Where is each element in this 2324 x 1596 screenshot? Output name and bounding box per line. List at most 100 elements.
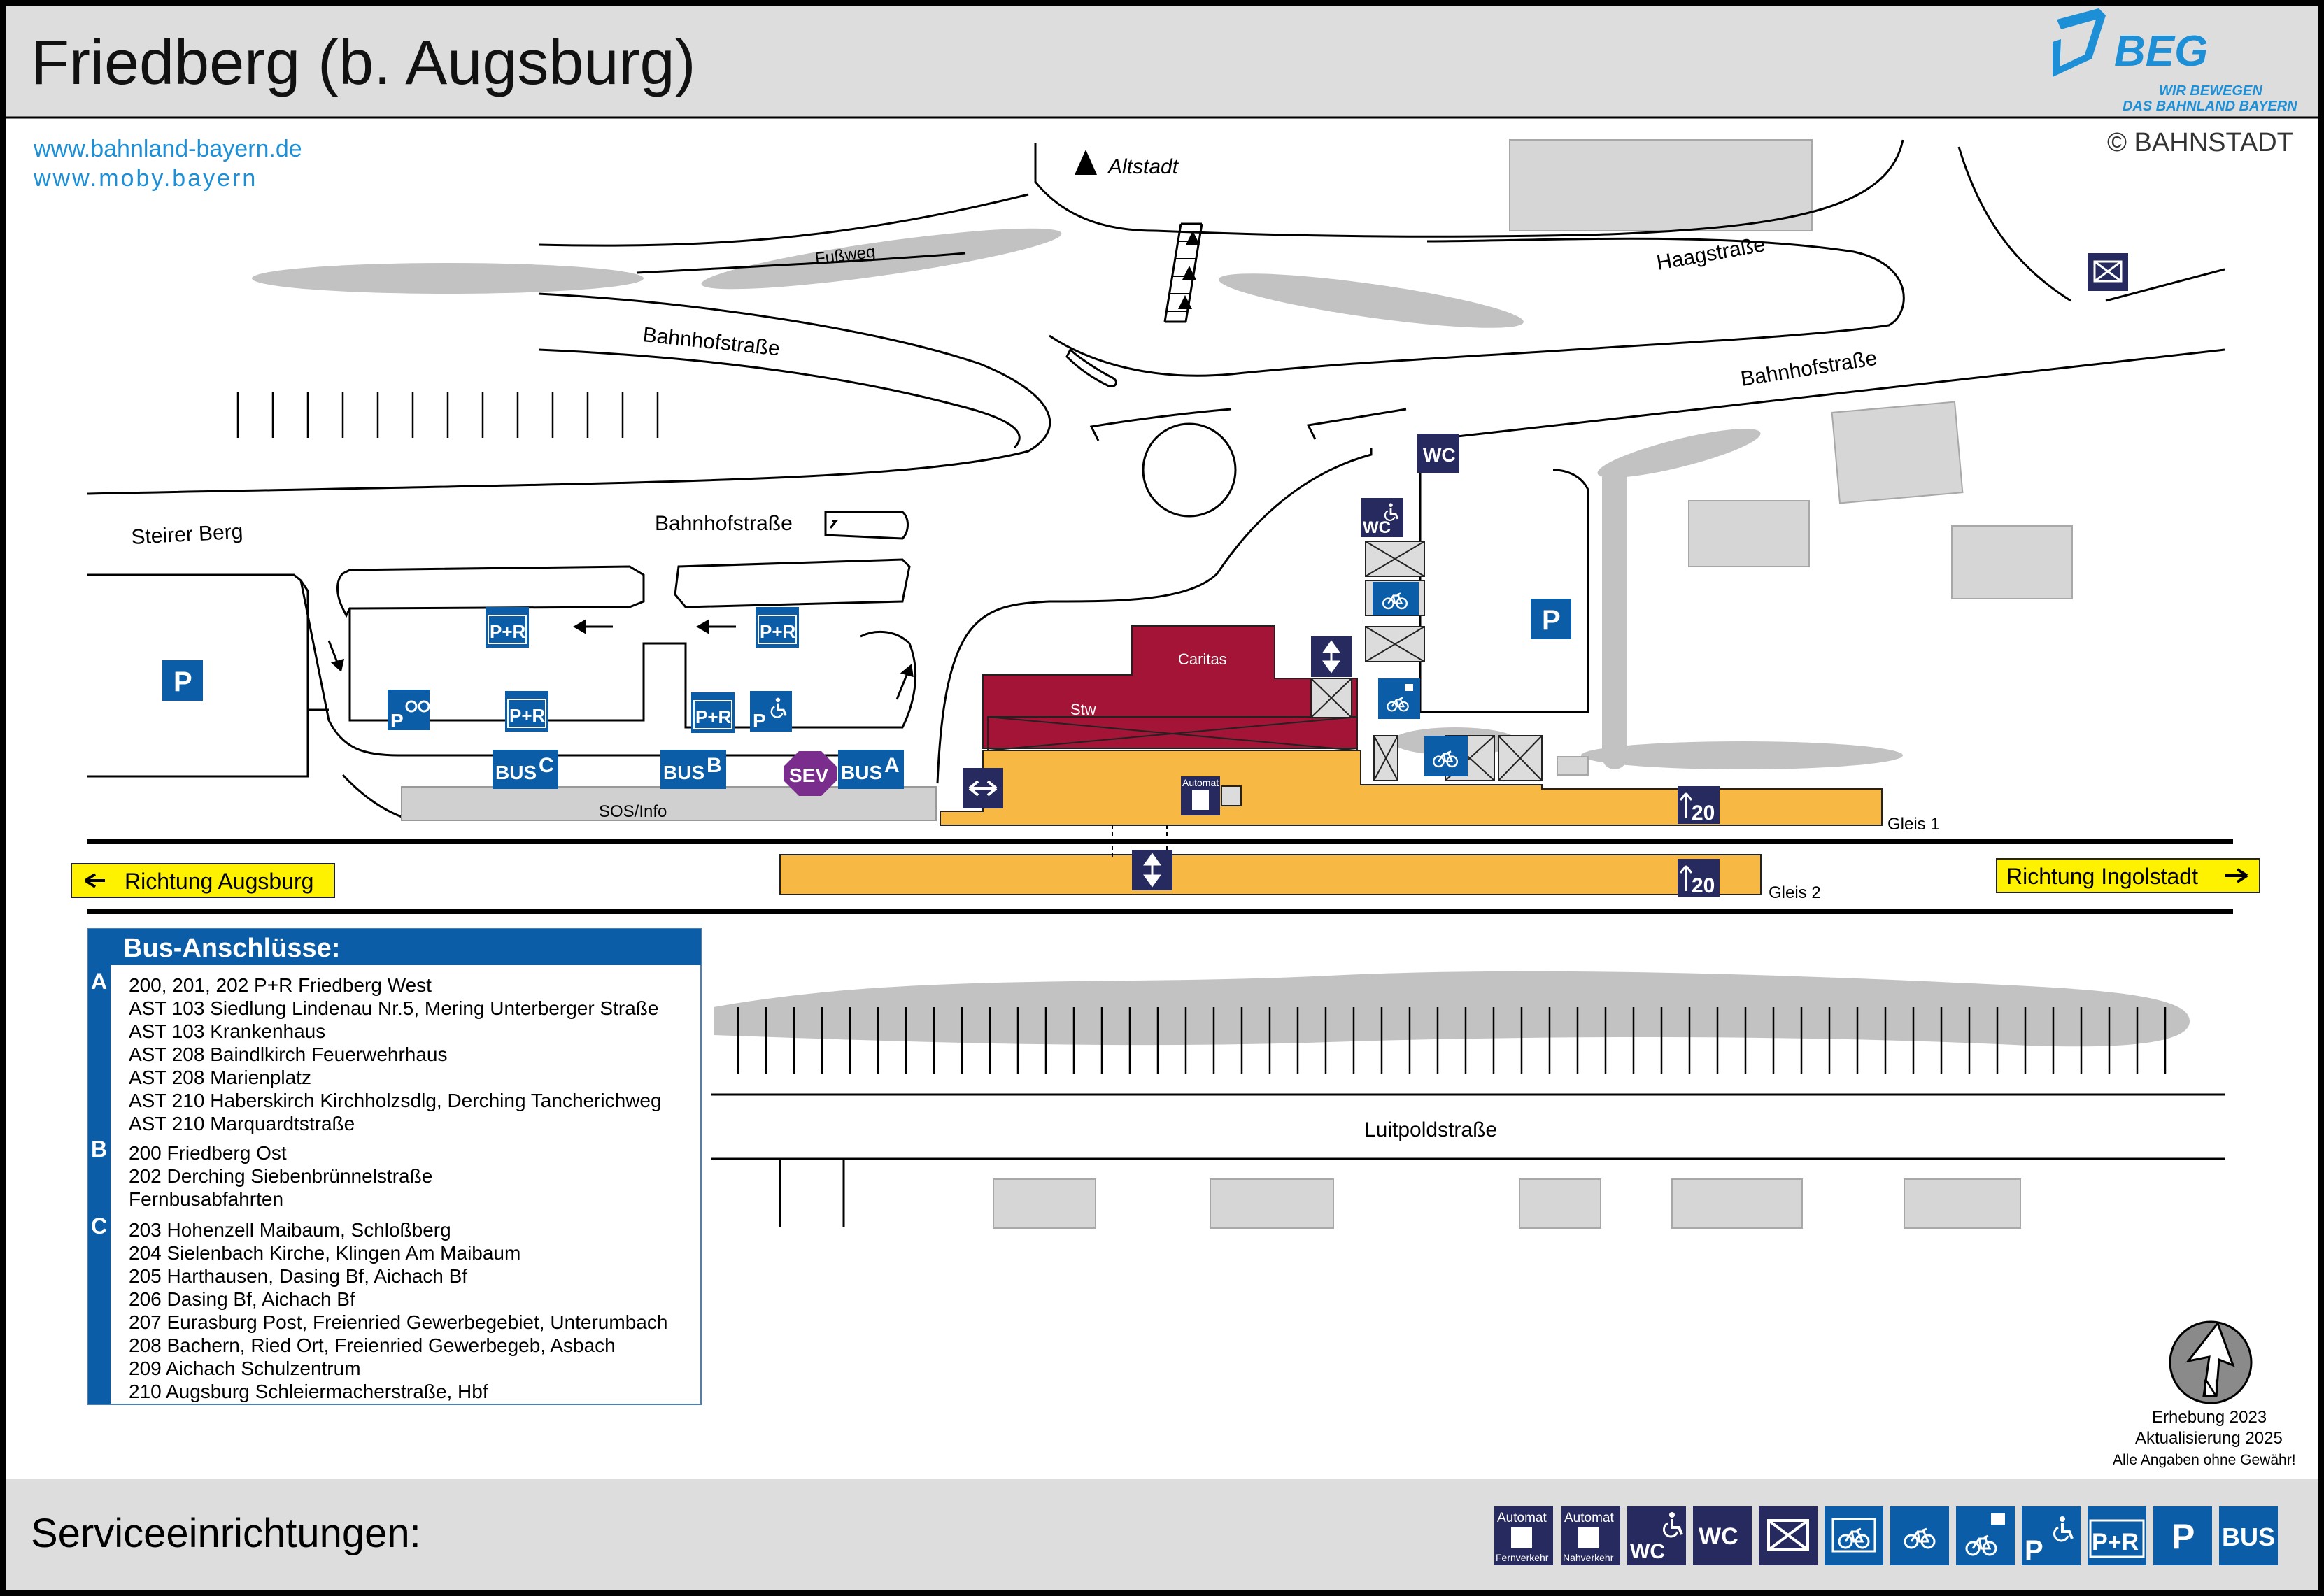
p-legend-label: P	[2171, 1517, 2195, 1556]
services-title: Serviceeinrichtungen:	[31, 1511, 421, 1556]
compass-letter: N	[2202, 1375, 2220, 1402]
park-ride-icon-1-label: P+R	[490, 621, 526, 642]
bus-stop-c[interactable]: BUS C	[493, 750, 558, 789]
underpass-icon	[963, 768, 1003, 808]
header-band	[6, 6, 2318, 117]
e-bike-charging-icon-map	[1378, 678, 1420, 719]
moby-link[interactable]: www.moby.bayern	[33, 165, 257, 192]
elevator-icon-top	[1311, 636, 1352, 677]
nahverkehr-label: Nahverkehr	[1563, 1552, 1614, 1563]
altstadt-arrow-icon	[1075, 150, 1097, 175]
bus-line: 204 Sielenbach Kirche, Klingen Am Maibau…	[129, 1242, 520, 1264]
bus-stop-b[interactable]: BUS B	[660, 750, 726, 789]
ticket-machine-regional-icon: Automat Nahverkehr	[1561, 1506, 1620, 1565]
bahnland-link[interactable]: www.bahnland-bayern.de	[33, 136, 302, 162]
svg-text:P: P	[390, 710, 404, 732]
platform-gleis-2	[779, 854, 1762, 895]
bus-stop-b-label: BUS	[663, 762, 704, 783]
survey-year: Erhebung 2023	[2152, 1408, 2267, 1427]
bus-line: 206 Dasing Bf, Aichach Bf	[129, 1288, 355, 1310]
bus-stop-c-letter: C	[539, 754, 554, 777]
bike-parking-icon-map-1	[1373, 582, 1419, 615]
mail-icon	[1759, 1506, 1818, 1565]
wc-legend-label: WC	[1699, 1523, 1738, 1550]
bus-stop-a-letter: A	[884, 754, 900, 777]
bus-line: AST 210 Haberskirch Kirchholzsdlg, Derch…	[129, 1090, 662, 1111]
motorbike-parking-icon: P	[388, 690, 430, 732]
label-gleis-2: Gleis 2	[1769, 883, 1821, 902]
park-ride-icon-3: P+R	[505, 691, 548, 732]
bus-line: AST 103 Krankenhaus	[129, 1020, 325, 1042]
bus-connections-title: Bus-Anschlüsse:	[123, 934, 340, 963]
road-network	[86, 139, 2225, 1227]
bus-line: 210 Augsburg Schleiermacherstraße, Hbf	[129, 1381, 488, 1402]
bus-line: 207 Eurasburg Post, Freienried Gewerbege…	[129, 1311, 667, 1333]
tree-trunks	[236, 392, 659, 438]
bus-stop-a[interactable]: BUS A	[838, 750, 904, 789]
disclaimer: Alle Angaben ohne Gewähr!	[2113, 1452, 2296, 1468]
svg-text:P: P	[753, 710, 766, 732]
accessible-wc-icon-map-label: WC	[1363, 518, 1391, 537]
accessible-parking-icon: P	[750, 691, 792, 732]
bus-stop-a-label: BUS	[841, 762, 882, 783]
roundabout	[1142, 422, 1237, 518]
platform-gleis-1	[940, 750, 1883, 826]
accessible-wc-legend-label: WC	[1630, 1540, 1665, 1563]
ticket-machine-icon-map: Automat	[1181, 776, 1242, 815]
background-buildings	[993, 139, 2073, 1229]
beg-logo: BEG WIR BEWEGEN DAS BAHNLAND BAYERN	[2053, 8, 2297, 114]
ticket-machine-long-distance-icon: Automat Fernverkehr	[1494, 1506, 1553, 1565]
sos-info-building	[401, 786, 937, 821]
wc-icon: WC	[1693, 1506, 1752, 1565]
service-legend: Automat Fernverkehr Automat Nahverkehr W…	[1494, 1506, 2278, 1566]
parking-icon-west-label: P	[173, 667, 192, 697]
bus-line: AST 208 Marienplatz	[129, 1067, 311, 1088]
park-ride-icon-4-label: P+R	[695, 706, 732, 727]
bus-line: Fernbusabfahrten	[129, 1188, 283, 1210]
bus-line: 209 Aichach Schulzentrum	[129, 1358, 361, 1379]
ticket-machine-map-label: Automat	[1182, 777, 1219, 788]
bike-parking-icon	[1825, 1506, 1883, 1565]
park-ride-icon-1: P+R	[486, 607, 529, 648]
parking-icon-west: P	[162, 660, 203, 701]
direction-augsburg-sign: Richtung Augsburg	[71, 863, 335, 898]
platform-length-icon-2: 20	[1678, 859, 1720, 897]
bus-line: 202 Derching Siebenbrünnelstraße	[129, 1165, 432, 1187]
page-title: Friedberg (b. Augsburg)	[31, 28, 696, 98]
stop-letter-a: A	[91, 969, 107, 994]
park-ride-icon-2-label: P+R	[760, 621, 796, 642]
parking-icon-east: P	[1531, 599, 1571, 639]
north-compass: N	[2169, 1320, 2253, 1404]
stop-letter-b: B	[91, 1137, 107, 1162]
bus-line: 203 Hohenzell Maibaum, Schloßberg	[129, 1219, 451, 1241]
label-sos-info: SOS/Info	[599, 802, 667, 821]
label-richtung-augsburg: Richtung Augsburg	[125, 869, 313, 894]
platform-length-2-label: 20	[1692, 874, 1715, 897]
beg-tagline-1: WIR BEWEGEN	[2159, 83, 2262, 99]
parking-icon: P	[2153, 1506, 2212, 1565]
bus-line: 208 Bachern, Ried Ort, Freienried Gewerb…	[129, 1334, 616, 1356]
bike-parking-icon-map-2	[1424, 736, 1468, 776]
pr-legend-label: P+R	[2092, 1529, 2139, 1555]
automat-fern-label: Automat	[1497, 1511, 1547, 1525]
bus-line: 200 Friedberg Ost	[129, 1142, 287, 1164]
accessible-wc-icon-map: WC	[1361, 498, 1403, 537]
mailbox-icon-map	[2088, 253, 2128, 291]
sev-label: SEV	[789, 764, 828, 786]
bike-icon	[1890, 1506, 1949, 1565]
label-gleis-1: Gleis 1	[1887, 815, 1940, 834]
stop-letter-c: C	[91, 1213, 107, 1239]
label-luitpoldstrasse: Luitpoldstraße	[1364, 1118, 1497, 1141]
accessible-wc-icon: WC	[1627, 1506, 1686, 1565]
wc-icon-map-label: WC	[1423, 444, 1456, 466]
bus-line: 200, 201, 202 P+R Friedberg West	[129, 974, 432, 996]
bus-stop-c-label: BUS	[495, 762, 537, 783]
tree-trunks-luitpold	[737, 1007, 2167, 1074]
bus-icon: BUS	[2219, 1506, 2278, 1565]
elevator-icon-gleis-2	[1132, 850, 1172, 890]
copyright-bahnstadt: © BAHNSTADT	[2107, 128, 2293, 157]
svg-text:P: P	[2025, 1535, 2043, 1566]
parking-direction-arrows	[327, 619, 914, 700]
stairs-to-altstadt	[1163, 222, 1203, 323]
